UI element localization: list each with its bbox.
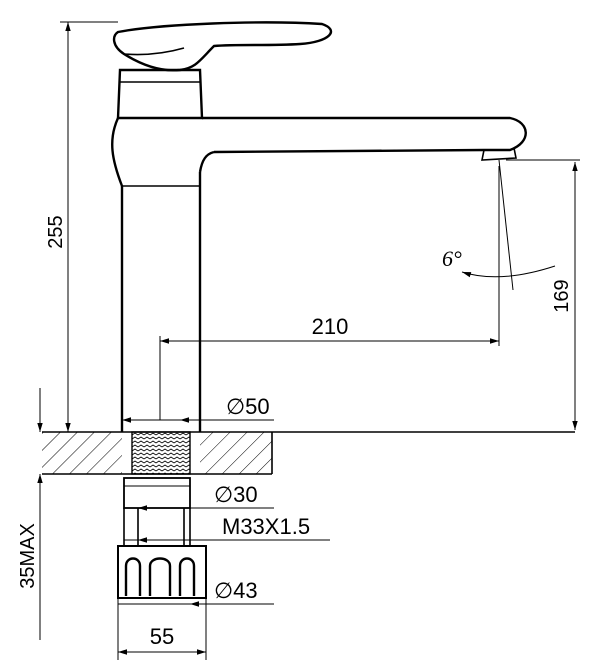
dim-spout-height: 169	[506, 159, 580, 430]
label-nut-diameter: ∅43	[214, 578, 258, 603]
label-thread-spec: M33X1.5	[222, 514, 310, 539]
label-spout-reach: 210	[312, 314, 349, 339]
faucet-body	[111, 21, 527, 432]
label-spout-height: 169	[551, 279, 573, 312]
label-base-diameter: ∅50	[226, 394, 270, 419]
dim-max-thickness: 35MAX	[17, 388, 43, 640]
underside-fittings	[117, 431, 207, 599]
dim-nut-width: 55	[117, 598, 207, 660]
label-nut-width: 55	[150, 624, 174, 649]
dim-base-diameter: ∅50	[122, 394, 274, 423]
dim-height-total: 255	[45, 21, 118, 432]
label-max-thickness: 35MAX	[17, 523, 39, 589]
label-flow-angle: 6°	[442, 246, 462, 271]
counter-top	[42, 431, 575, 475]
dim-nut-diameter: ∅43	[118, 578, 274, 607]
flow-angle: 6°	[442, 159, 556, 291]
dim-spout-reach: 210	[159, 166, 500, 420]
dim-thread-diameter: ∅30	[124, 482, 274, 511]
label-height-total: 255	[45, 215, 67, 248]
label-thread-diameter: ∅30	[214, 482, 258, 507]
dim-thread-spec: M33X1.5	[124, 514, 330, 543]
